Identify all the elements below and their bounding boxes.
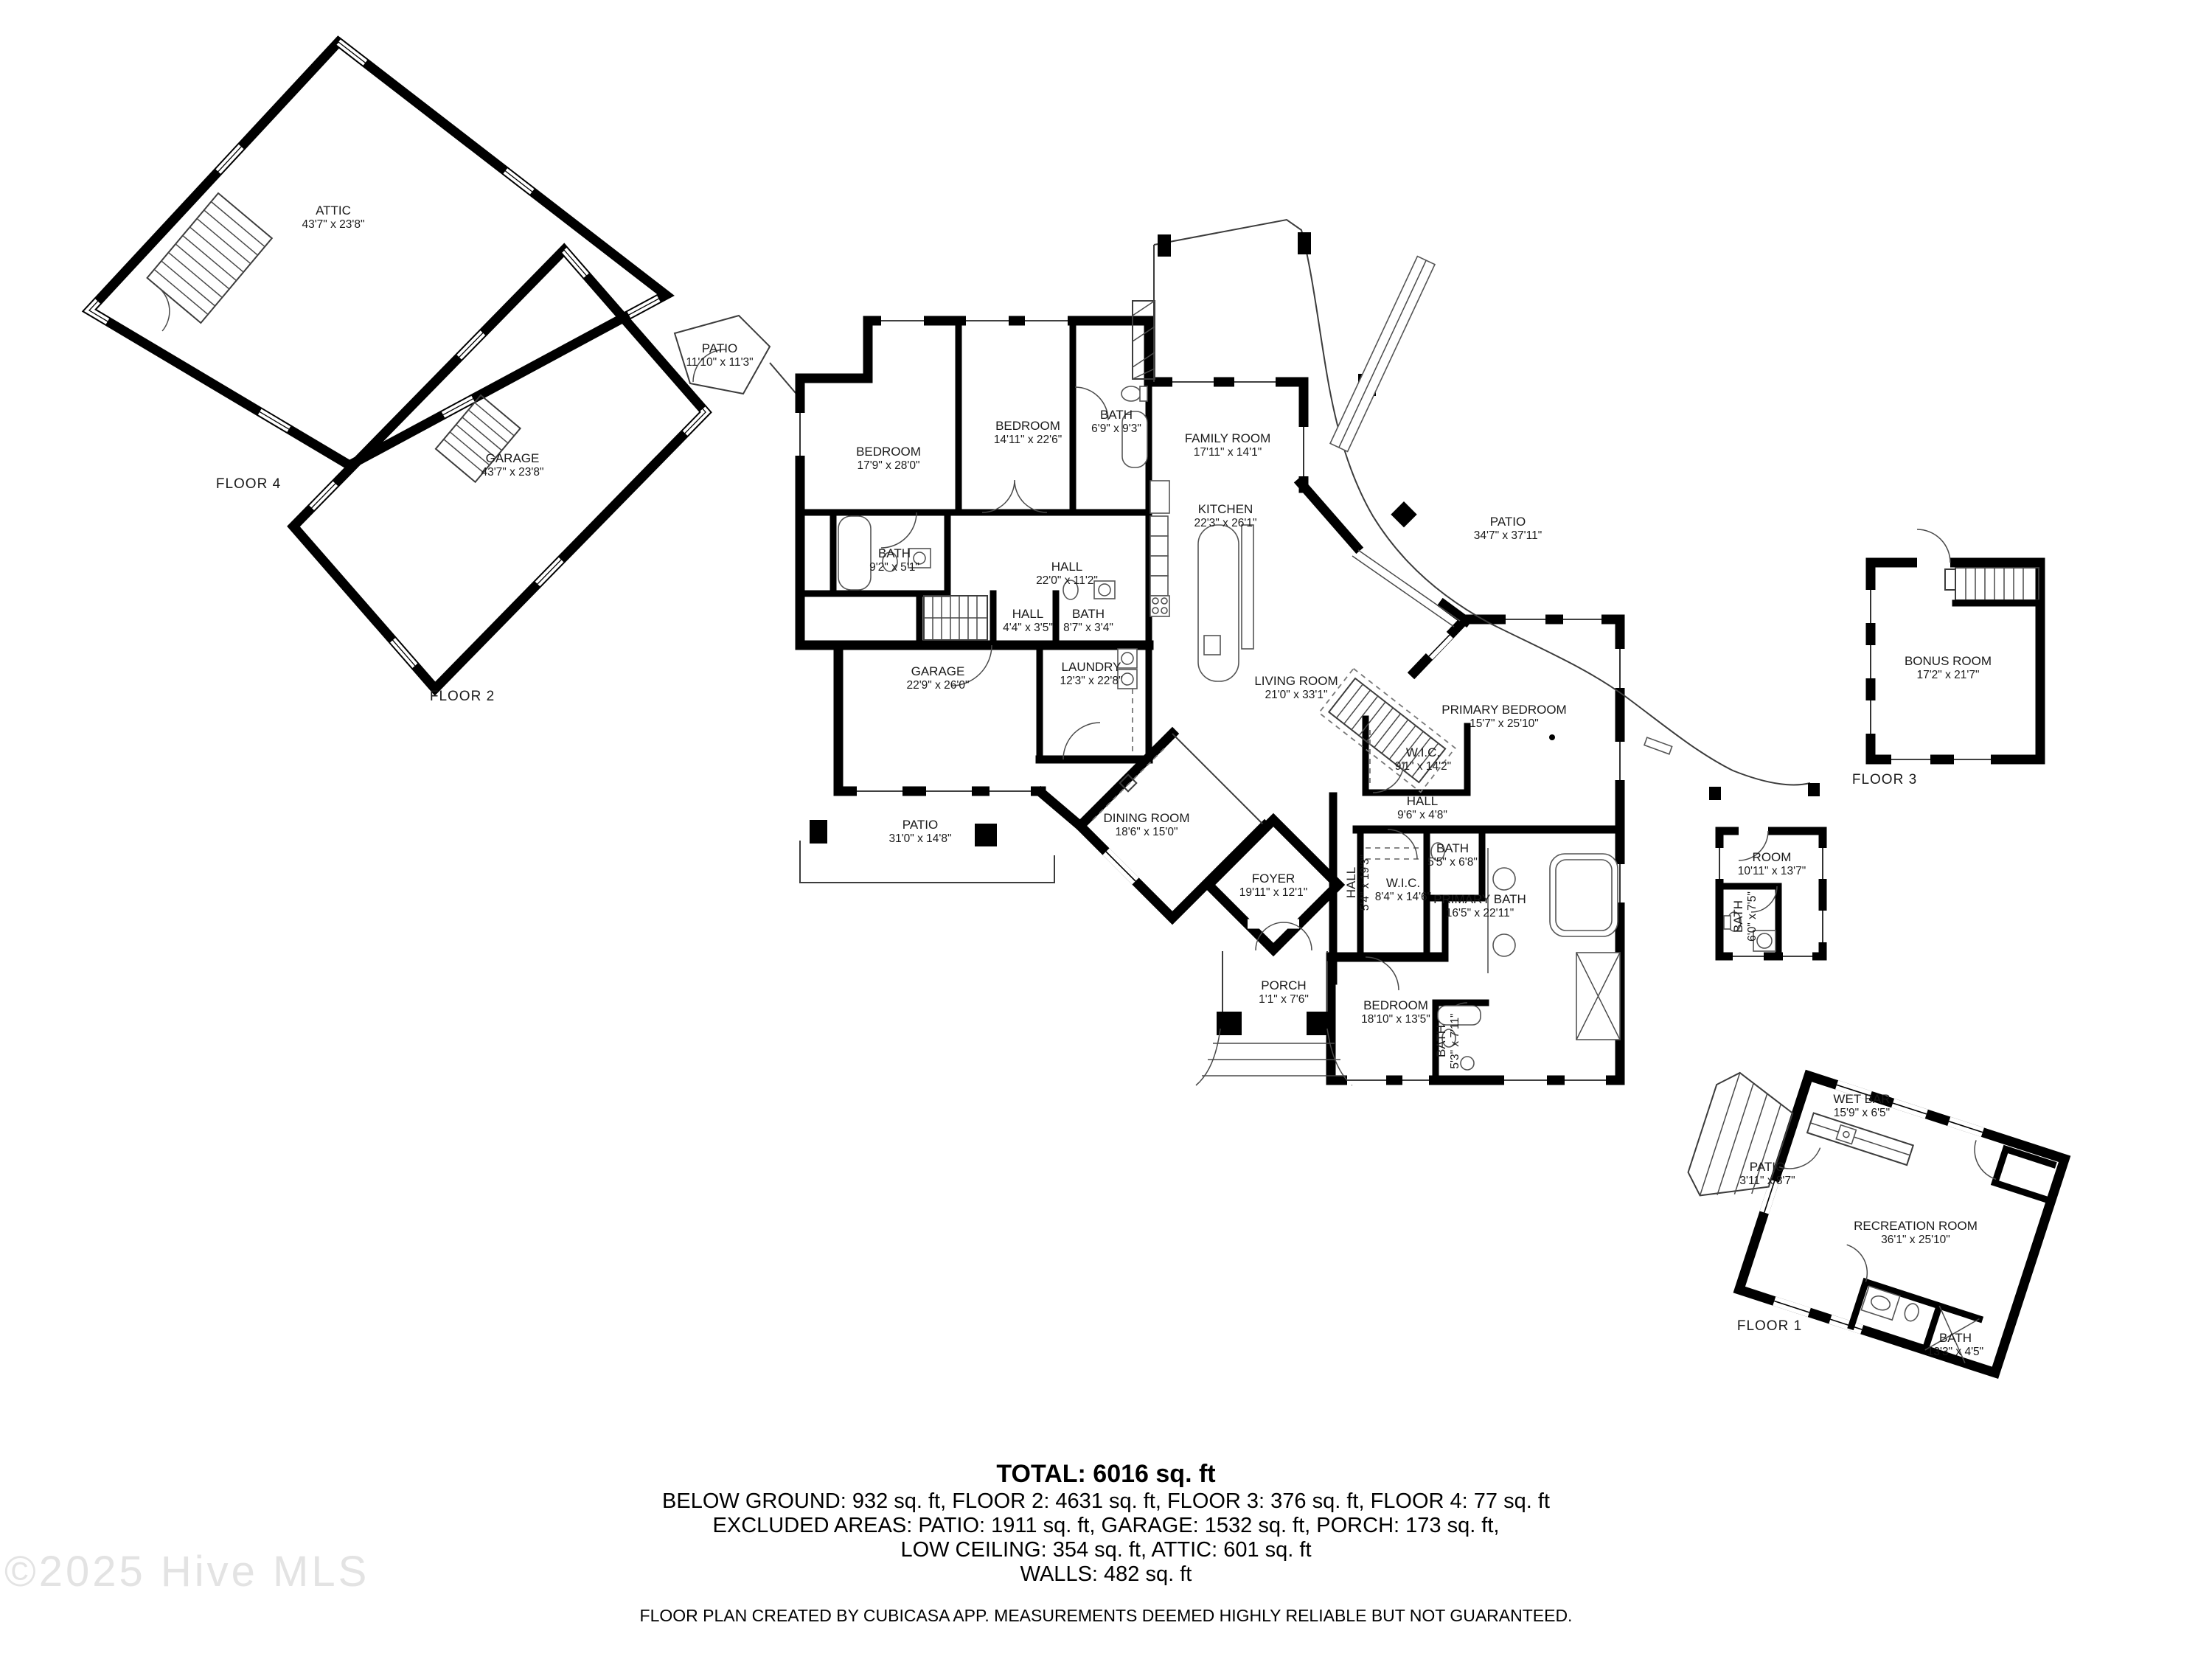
room-label-wic-2: W.I.C.8'4" x 14'6" [1375, 876, 1431, 903]
door-arcs [880, 479, 1468, 1027]
rec-patio-steps [1687, 1071, 1821, 1197]
walls-area: WALLS: 482 sq. ft [1020, 1562, 1192, 1586]
patio-31-outline [799, 820, 1055, 883]
room-label-wic-1: W.I.C.9'1" x 14'2" [1395, 745, 1451, 773]
room-suite-floorplan [1714, 826, 1828, 961]
excluded-areas-2: LOW CEILING: 354 sq. ft, ATTIC: 601 sq. … [900, 1538, 1312, 1562]
room-label-bath-53: BATH5'3" x 7'11" [1434, 1013, 1461, 1068]
floor-title-floor-1: FLOOR 1 [1737, 1318, 1802, 1334]
garage-staircase [434, 394, 522, 484]
floor-title-floor-2: FLOOR 2 [430, 689, 495, 704]
excluded-areas: EXCLUDED AREAS: PATIO: 1911 sq. ft, GARA… [712, 1514, 1500, 1537]
rec-bath [1846, 1244, 1984, 1363]
chimney [1132, 300, 1155, 380]
attic-staircase [146, 192, 274, 332]
floor-title-floor-3: FLOOR 3 [1852, 772, 1917, 787]
cubicasa-credit: FLOOR PLAN CREATED BY CUBICASA APP. MEAS… [639, 1606, 1573, 1625]
bonus-room-floorplan [1865, 529, 2045, 765]
area-summary: TOTAL: 6016 sq. ft BELOW GROUND: 932 sq.… [0, 1458, 2212, 1626]
room-label-bath-60: BATH6'0" x 7'5" [1731, 891, 1759, 942]
floor-areas: BELOW GROUND: 932 sq. ft, FLOOR 2: 4631 … [662, 1489, 1550, 1513]
mls-watermark: ©2025 Hive MLS [4, 1548, 370, 1596]
porch-structure [1195, 951, 1353, 1086]
main-staircase [923, 595, 988, 641]
attic-floorplan [81, 35, 675, 471]
windows [795, 316, 1625, 1085]
patio-outline [1132, 218, 1820, 800]
wet-bar-counter [1806, 1112, 1915, 1166]
bath-fixtures [838, 386, 1621, 1071]
room-label-hall-54: HALL5'4" x 19'3" [1344, 855, 1371, 911]
main-floor-plan [795, 218, 1820, 1086]
total-area: TOTAL: 6016 sq. ft [996, 1460, 1216, 1488]
upper-patio-outline [673, 314, 801, 399]
kitchen-fixtures [1150, 480, 1254, 682]
recreation-floorplan [1687, 1069, 2071, 1380]
bonus-staircase [1944, 567, 2042, 607]
laundry-fixtures [1117, 648, 1138, 755]
upper-staircase [1318, 667, 1456, 793]
floor-title-floor-4: FLOOR 4 [216, 476, 281, 492]
garage-diamond-floorplan [287, 243, 801, 696]
